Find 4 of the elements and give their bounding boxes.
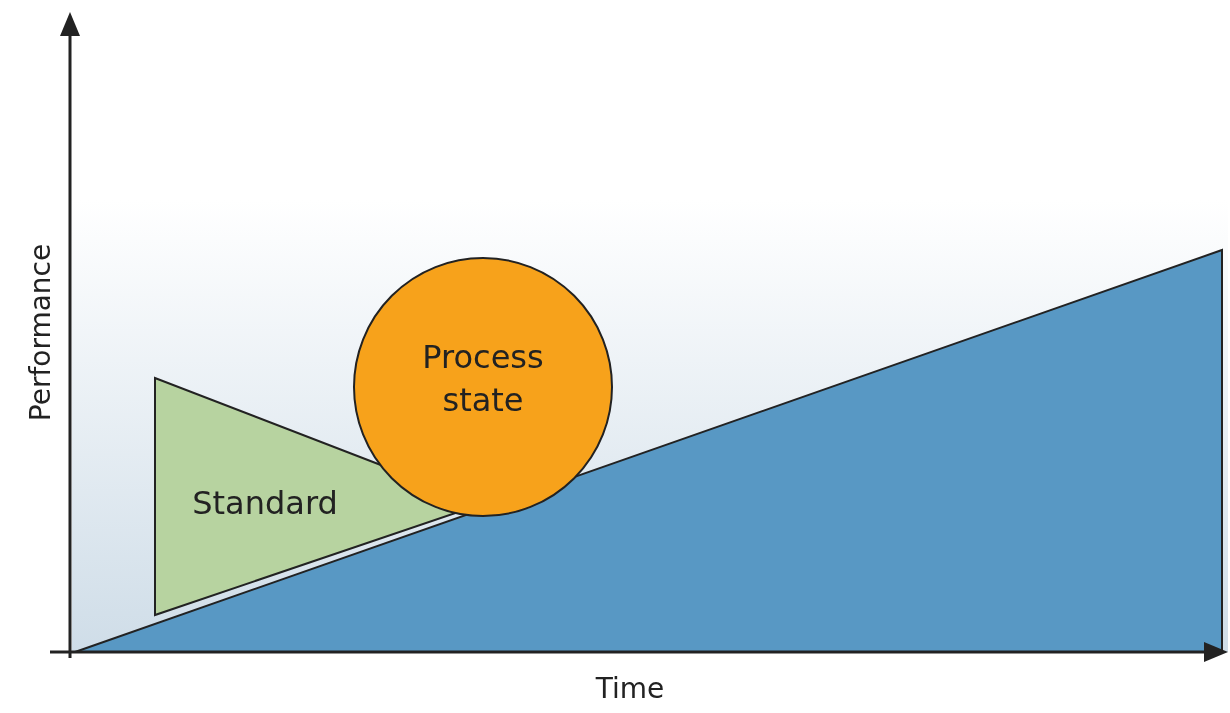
y-axis-label: Performance bbox=[23, 242, 57, 424]
node-label: Process state bbox=[421, 337, 545, 422]
x-axis-label: Time bbox=[594, 672, 666, 705]
node-label: Standard bbox=[191, 483, 339, 524]
